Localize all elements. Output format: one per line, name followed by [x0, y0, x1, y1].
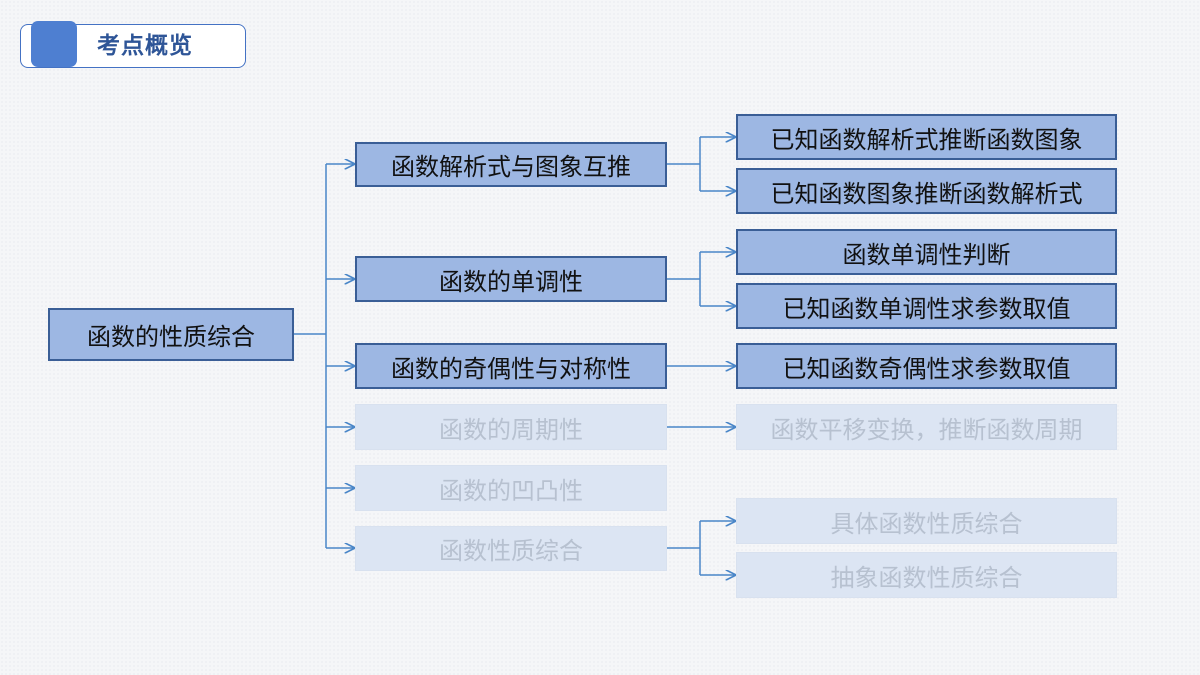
header-accent-block	[31, 21, 77, 67]
branch-node-parity-symmetry: 函数的奇偶性与对称性	[355, 343, 667, 389]
section-header: 考点概览	[20, 21, 246, 68]
leaf-node-b2-c0: 已知函数奇偶性求参数取值	[736, 343, 1117, 389]
branch-node-periodicity: 函数的周期性	[355, 404, 667, 450]
branch-node-comprehensive: 函数性质综合	[355, 526, 667, 571]
leaf-node-b3-c0: 函数平移变换，推断函数周期	[736, 404, 1117, 450]
branch-node-analytic-graph: 函数解析式与图象互推	[355, 142, 667, 187]
leaf-node-b1-c1: 已知函数单调性求参数取值	[736, 283, 1117, 329]
leaf-node-b1-c0: 函数单调性判断	[736, 229, 1117, 275]
leaf-node-b0-c1: 已知函数图象推断函数解析式	[736, 168, 1117, 214]
leaf-node-b0-c0: 已知函数解析式推断函数图象	[736, 114, 1117, 160]
branch-node-convexity: 函数的凹凸性	[355, 465, 667, 511]
leaf-node-b5-c1: 抽象函数性质综合	[736, 552, 1117, 598]
branch-node-monotonicity: 函数的单调性	[355, 256, 667, 302]
root-node: 函数的性质综合	[48, 308, 294, 361]
header-title: 考点概览	[97, 33, 193, 59]
leaf-node-b5-c0: 具体函数性质综合	[736, 498, 1117, 544]
